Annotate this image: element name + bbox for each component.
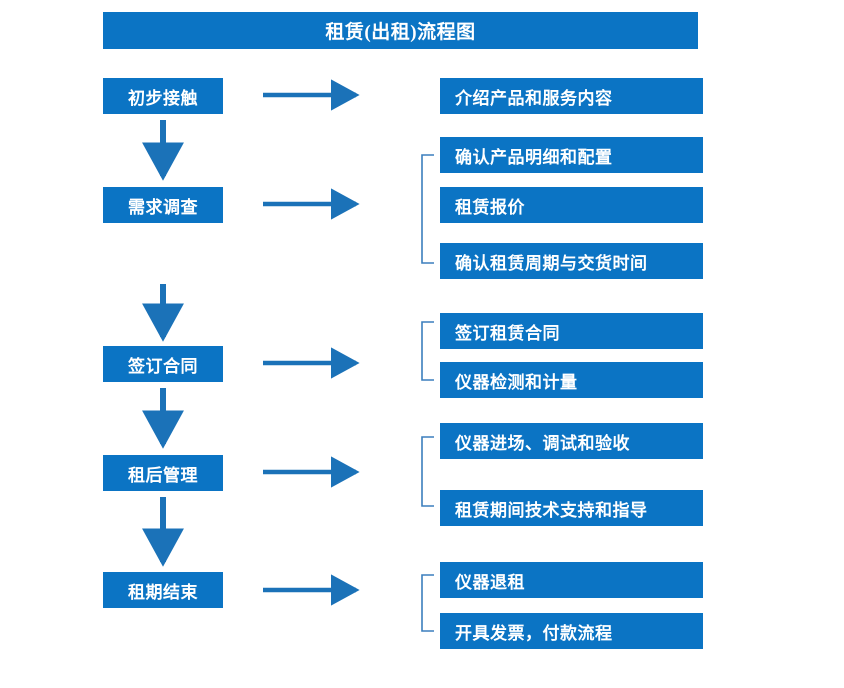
stage-box-5[interactable]: 租期结束	[103, 572, 223, 608]
detail-box-7[interactable]: 仪器进场、调试和验收	[440, 423, 703, 459]
bracket-group-5	[421, 574, 434, 632]
detail-box-9[interactable]: 仪器退租	[440, 562, 703, 598]
bracket-group-2	[421, 154, 434, 264]
stage-box-3[interactable]: 签订合同	[103, 346, 223, 382]
detail-box-6[interactable]: 仪器检测和计量	[440, 362, 703, 398]
detail-box-1[interactable]: 介绍产品和服务内容	[440, 78, 703, 114]
bracket-group-3	[421, 321, 434, 381]
detail-box-5[interactable]: 签订租赁合同	[440, 313, 703, 349]
detail-box-10[interactable]: 开具发票，付款流程	[440, 613, 703, 649]
detail-box-4[interactable]: 确认租赁周期与交货时间	[440, 243, 703, 279]
page-title: 租赁(出租)流程图	[103, 12, 698, 49]
stage-box-4[interactable]: 租后管理	[103, 455, 223, 491]
stage-box-2[interactable]: 需求调查	[103, 187, 223, 223]
stage-box-1[interactable]: 初步接触	[103, 78, 223, 114]
detail-box-8[interactable]: 租赁期间技术支持和指导	[440, 490, 703, 526]
bracket-group-4	[421, 436, 434, 507]
detail-box-3[interactable]: 租赁报价	[440, 187, 703, 223]
detail-box-2[interactable]: 确认产品明细和配置	[440, 137, 703, 173]
